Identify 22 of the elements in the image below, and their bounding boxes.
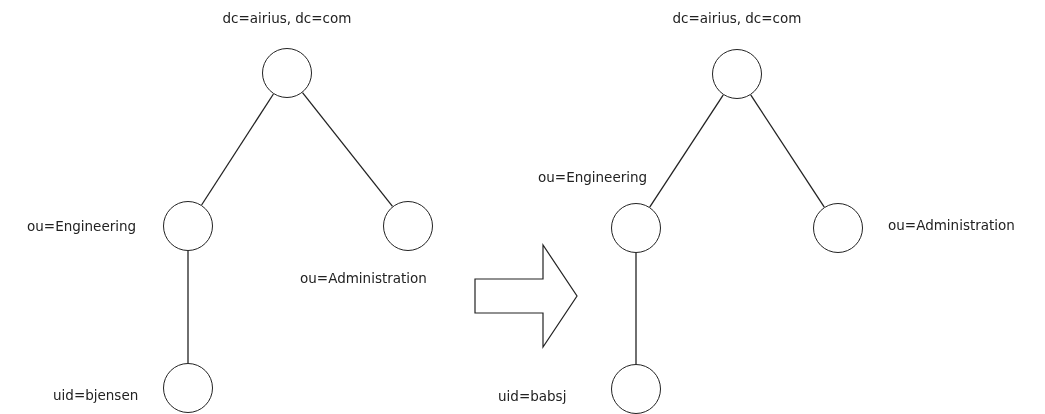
node-label: ou=Administration — [300, 270, 427, 286]
connector-line — [750, 94, 825, 208]
node-label: dc=airius, dc=com — [672, 10, 802, 26]
connector-line — [187, 250, 189, 364]
circle-node — [611, 203, 661, 253]
node-label: ou=Administration — [888, 217, 1015, 233]
node-label: uid=babsj — [498, 388, 567, 404]
connector-line — [200, 93, 275, 206]
node-label: ou=Engineering — [27, 218, 137, 234]
connector-line — [649, 94, 724, 208]
connector-line — [301, 91, 394, 208]
circle-node — [611, 364, 661, 414]
circle-node — [712, 49, 762, 99]
circle-node — [262, 48, 312, 98]
circle-node — [813, 203, 863, 253]
circle-node — [163, 363, 213, 413]
circle-node — [383, 201, 433, 251]
node-label: uid=bjensen — [53, 387, 139, 403]
connector-line — [635, 252, 637, 365]
node-label: dc=airius, dc=com — [222, 10, 352, 26]
circle-node — [163, 201, 213, 251]
node-label: ou=Engineering — [538, 169, 648, 185]
